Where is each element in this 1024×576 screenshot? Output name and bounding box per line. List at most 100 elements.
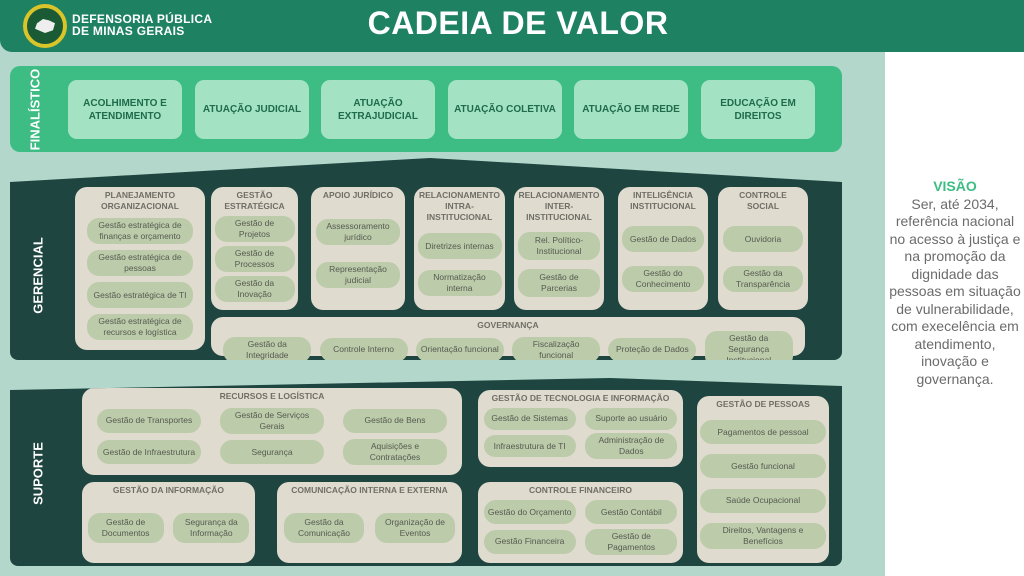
- process-pill[interactable]: Gestão funcional: [700, 454, 826, 479]
- process-pill[interactable]: Gestão de Infraestrutura: [97, 440, 201, 465]
- process-pill[interactable]: Rel. Político-Institucional: [518, 232, 600, 260]
- process-pill[interactable]: Proteção de Dados: [608, 337, 697, 360]
- vision-panel: [885, 52, 1024, 576]
- group-title: GESTÃO DA INFORMAÇÃO: [112, 485, 225, 495]
- group-title: CONTROLE FINANCEIRO: [529, 485, 632, 495]
- process-pill[interactable]: Infraestrutura de TI: [483, 435, 576, 458]
- finalistico-process-card[interactable]: EDUCAÇÃO EM DIREITOS: [701, 80, 815, 139]
- process-pill[interactable]: Direitos, Vantagens e Benefícios: [700, 522, 826, 549]
- group-title: GESTÃO DE TECNOLOGIA E INFORMAÇÃO: [491, 393, 670, 403]
- process-pill[interactable]: Gestão de Bens: [343, 408, 447, 433]
- process-pill[interactable]: Gestão Contábil: [585, 500, 678, 525]
- process-pill[interactable]: Orientação funcional: [415, 337, 504, 360]
- process-pill[interactable]: Gestão da Transparência: [723, 266, 803, 292]
- process-pill[interactable]: Assessoramento jurídico: [316, 218, 400, 245]
- process-pill[interactable]: Gestão do Conhecimento: [622, 266, 704, 292]
- process-pill[interactable]: Gestão Financeira: [483, 529, 576, 554]
- process-pill[interactable]: Gestão estratégica de recursos e logísti…: [87, 314, 193, 340]
- finalistico-process-card[interactable]: ATUAÇÃO COLETIVA: [448, 80, 562, 139]
- gerencial-band: GERENCIAL PLANEJAMENTO ORGANIZACIONAL Ges…: [10, 158, 842, 360]
- process-pill[interactable]: Normatização interna: [417, 269, 502, 296]
- group-title: CONTROLE SOCIAL: [739, 190, 787, 211]
- process-pill[interactable]: Gestão da Inovação: [214, 276, 295, 302]
- group-title: COMUNICAÇÃO INTERNA E EXTERNA: [291, 485, 448, 495]
- process-pill[interactable]: Gestão de Dados: [622, 226, 704, 252]
- vision-text: Ser, até 2034, referência nacional no ac…: [889, 195, 1021, 387]
- finalistico-process-card[interactable]: ACOLHIMENTO E ATENDIMENTO: [68, 80, 182, 139]
- process-pill[interactable]: Administração de Dados: [585, 433, 678, 460]
- process-list: Gestão da Integridade Controle Interno Ori…: [215, 331, 801, 360]
- process-pill[interactable]: Gestão do Orçamento: [483, 500, 576, 525]
- process-pill[interactable]: Gestão de Projetos: [214, 216, 295, 242]
- process-pill[interactable]: Gestão de Transportes: [97, 408, 201, 433]
- process-list: Gestão da Comunicação Organização de Even…: [281, 496, 458, 559]
- org-name: DEFENSORIA PÚBLICA DE MINAS GERAIS: [72, 13, 212, 37]
- org-line-2: DE MINAS GERAIS: [72, 24, 185, 38]
- finalistico-process-card[interactable]: ATUAÇÃO JUDICIAL: [195, 80, 309, 139]
- gerencial-group: RELACIONAMENTO INTER-INSTITUCIONAL Rel. P…: [514, 187, 604, 310]
- group-title: RELACIONAMENTO INTRA-INSTITUCIONAL: [418, 190, 501, 222]
- group-title: GESTÃO DE PESSOAS: [716, 399, 810, 409]
- process-pill[interactable]: Segurança: [220, 440, 324, 465]
- process-pill[interactable]: Pagamentos de pessoal: [700, 420, 826, 445]
- process-pill[interactable]: Gestão de Pagamentos: [585, 528, 678, 555]
- group-title: GOVERNANÇA: [477, 320, 539, 330]
- gerencial-group: PLANEJAMENTO ORGANIZACIONAL Gestão estrat…: [75, 187, 205, 350]
- process-pill[interactable]: Representação judicial: [316, 262, 400, 289]
- page-title: CADEIA DE VALOR: [367, 5, 669, 41]
- process-pill[interactable]: Gestão de Serviços Gerais: [220, 407, 324, 434]
- process-pill[interactable]: Aquisições e Contratações: [343, 439, 447, 466]
- process-pill[interactable]: Fiscalização funcional: [512, 336, 601, 360]
- process-pill[interactable]: Gestão da Comunicação: [284, 512, 364, 543]
- finalistico-process-card[interactable]: ATUAÇÃO EM REDE: [574, 80, 688, 139]
- process-pill[interactable]: Organização de Eventos: [375, 512, 455, 543]
- process-pill[interactable]: Gestão estratégica de TI: [87, 282, 193, 308]
- group-title: RELACIONAMENTO INTER-INSTITUCIONAL: [518, 190, 600, 222]
- group-title: GESTÃO ESTRATÉGICA: [224, 190, 285, 211]
- process-list: Gestão estratégica de finanças e orçamen…: [79, 212, 201, 346]
- group-title: INTELIGÊNCIA INSTITUCIONAL: [630, 190, 696, 211]
- process-pill[interactable]: Gestão de Processos: [214, 246, 295, 272]
- process-pill[interactable]: Suporte ao usuário: [585, 407, 678, 430]
- group-title: RECURSOS E LOGÍSTICA: [219, 391, 325, 401]
- process-pill[interactable]: Gestão estratégica de finanças e orçamen…: [87, 218, 193, 244]
- process-pill[interactable]: Gestão estratégica de pessoas: [87, 250, 193, 276]
- process-pill[interactable]: Saúde Ocupacional: [700, 488, 826, 513]
- process-pill[interactable]: Gestão da Integridade: [223, 336, 312, 360]
- group-title: PLANEJAMENTO ORGANIZACIONAL: [101, 190, 179, 211]
- process-pill[interactable]: Gestão da Segurança Institucional: [704, 331, 793, 360]
- process-pill[interactable]: Segurança da Informação: [173, 512, 250, 543]
- process-pill[interactable]: Diretrizes internas: [417, 233, 502, 260]
- vision-title: VISÃO: [933, 178, 977, 194]
- vision-statement: VISÃO Ser, até 2034, referência nacional…: [888, 178, 1022, 388]
- finalistico-label: FINALÍSTICO: [27, 68, 43, 151]
- process-pill[interactable]: Controle Interno: [319, 337, 408, 360]
- header: DEFENSORIA PÚBLICA DE MINAS GERAIS CADEI…: [0, 0, 1024, 52]
- process-list: Gestão de Documentos Segurança da Informa…: [86, 496, 251, 559]
- suporte-label: SUPORTE: [30, 442, 46, 505]
- process-pill[interactable]: Gestão de Parcerias: [518, 269, 600, 297]
- process-pill[interactable]: Gestão de Documentos: [87, 512, 164, 543]
- process-pill[interactable]: Gestão de Sistemas: [483, 407, 576, 430]
- process-list: Gestão de Transportes Gestão de Serviços …: [86, 402, 458, 471]
- process-pill[interactable]: Ouvidoria: [723, 226, 803, 252]
- gerencial-label: GERENCIAL: [30, 237, 46, 314]
- finalistico-process-card[interactable]: ATUAÇÃO EXTRAJUDICIAL: [321, 80, 435, 139]
